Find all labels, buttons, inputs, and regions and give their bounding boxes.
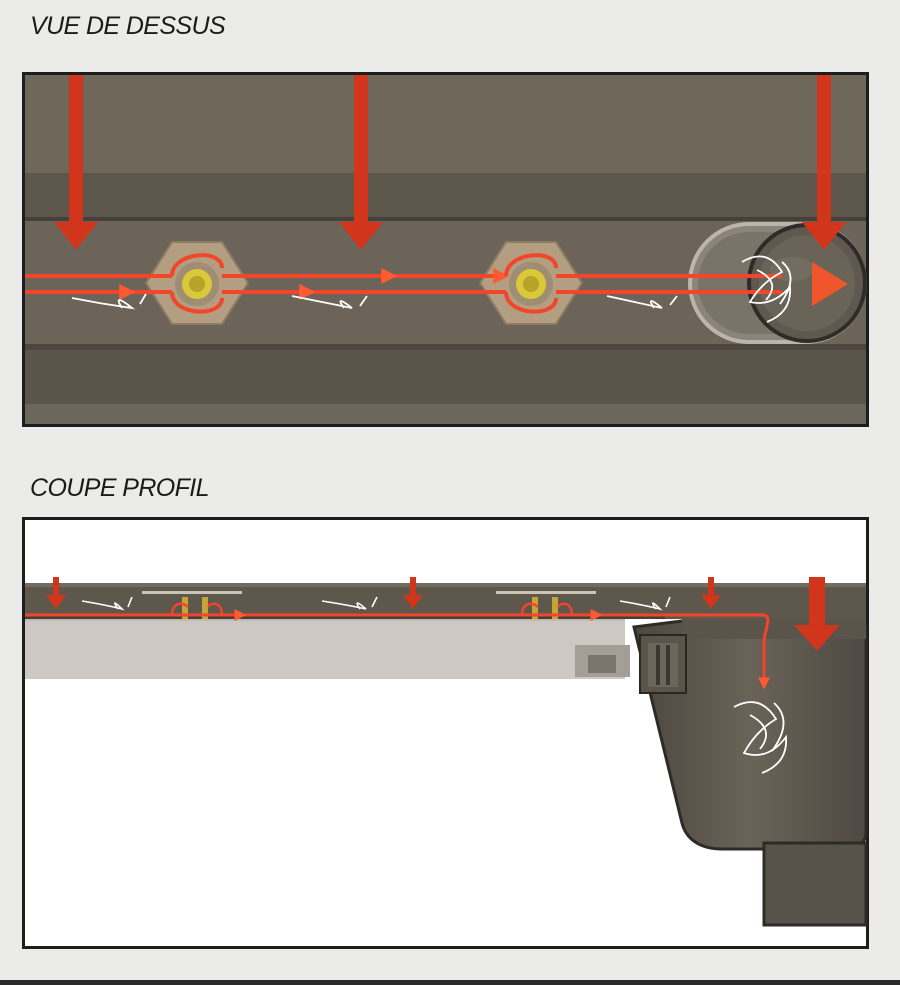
floor-band-upper <box>25 75 866 173</box>
jet-nozzle-section-1 <box>142 591 242 619</box>
drop-arrow-3 <box>802 75 846 250</box>
drop-arrow-2 <box>403 577 423 609</box>
top-view-caption: VUE DE DESSUS <box>30 12 226 40</box>
top-view-diagram <box>22 72 869 427</box>
drop-arrow-1 <box>46 577 66 609</box>
side-section-diagram <box>22 517 869 949</box>
flow-arrow-icon <box>812 262 848 306</box>
floor-band-lower <box>25 404 866 424</box>
channel-profile <box>25 583 866 619</box>
hair-debris-icon <box>733 701 787 774</box>
bottom-rule <box>0 980 900 985</box>
hair-debris-icon <box>71 293 678 310</box>
outlet-trap-body <box>632 619 868 927</box>
drop-arrow-1 <box>54 75 98 250</box>
jet-nozzle-section-2 <box>496 591 596 619</box>
hair-debris-icon <box>741 255 792 323</box>
top-view-panel <box>22 72 869 427</box>
water-flow-lines <box>25 253 782 314</box>
drop-arrow-3 <box>701 577 721 609</box>
grate-edge-upper <box>25 173 866 217</box>
floor-slab <box>25 617 625 679</box>
drop-arrow-2 <box>339 75 383 250</box>
grate-edge-lower <box>25 350 866 404</box>
side-section-caption: COUPE PROFIL <box>30 474 210 502</box>
hair-debris-icon <box>81 596 671 611</box>
drop-arrow-4 <box>794 577 840 651</box>
side-section-panel <box>22 517 869 949</box>
water-flow-lines <box>25 602 770 690</box>
clamp-fitting <box>639 634 687 694</box>
